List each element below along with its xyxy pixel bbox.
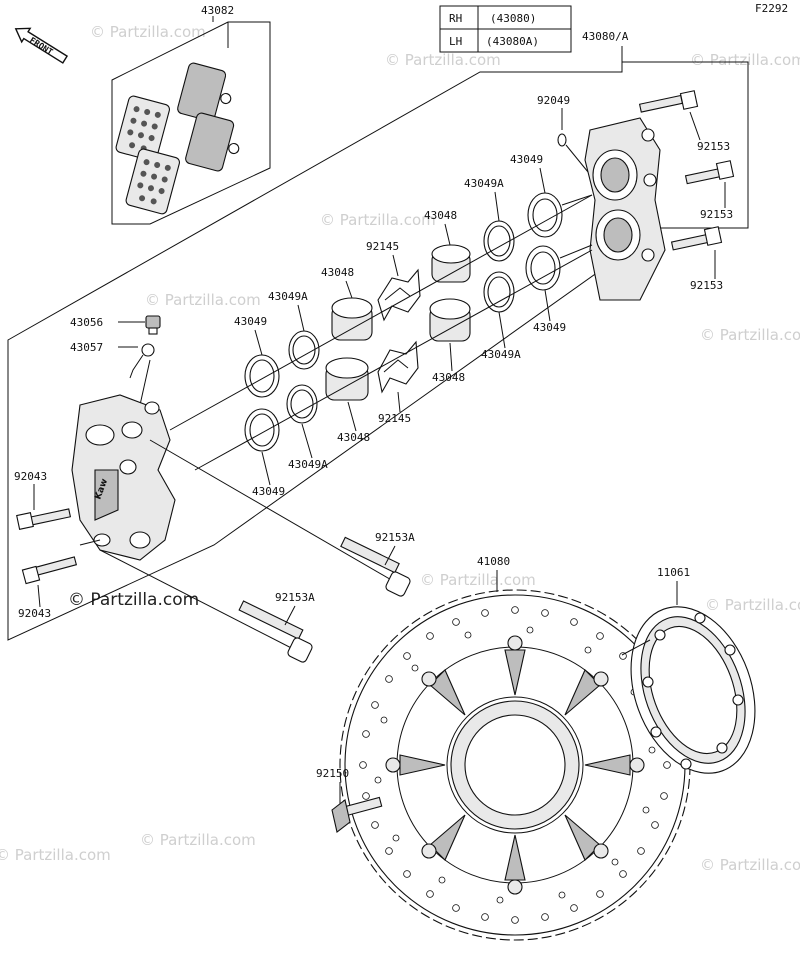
watermark: © Partzilla.com xyxy=(690,51,800,69)
callout-92043: 92043 xyxy=(18,607,51,620)
watermark: © Partzilla.com xyxy=(705,596,800,614)
callout-43049: 43049 xyxy=(533,321,566,334)
piston xyxy=(325,357,369,401)
callout-92043: 92043 xyxy=(14,470,47,483)
bolt-92043-1 xyxy=(16,508,72,530)
disc-rivets xyxy=(385,635,645,895)
callout-43049a: 43049A xyxy=(288,458,328,471)
callout-43049a: 43049A xyxy=(464,177,504,190)
front-arrow-icon: FRONT xyxy=(14,27,69,64)
callout-43048: 43048 xyxy=(424,209,457,222)
screw-92150 xyxy=(331,796,383,833)
bleeder-valve-43056 xyxy=(145,315,161,335)
piston xyxy=(429,298,471,342)
caliper-assembly-outline xyxy=(7,61,749,641)
callout-43082: 43082 xyxy=(201,4,234,17)
callout-11061: 11061 xyxy=(657,566,690,579)
callout-92153a: 92153A xyxy=(275,591,315,604)
callout-92153: 92153 xyxy=(700,208,733,221)
bolt-92153-2 xyxy=(684,160,735,185)
bolt-92043-2 xyxy=(21,556,78,585)
callout-92153: 92153 xyxy=(690,279,723,292)
callout-43049: 43049 xyxy=(252,485,285,498)
callout-92049: 92049 xyxy=(537,94,570,107)
variant-part-lh: (43080A) xyxy=(486,35,539,48)
callout-92153a: 92153A xyxy=(375,531,415,544)
watermark: © Partzilla.com xyxy=(145,291,261,309)
bleeder-cap-43057 xyxy=(129,343,155,379)
variant-side-rh: RH xyxy=(449,12,462,25)
variant-part-rh: (43080) xyxy=(490,12,536,25)
watermark: © Partzilla.com xyxy=(0,846,111,864)
bolt-92153-1 xyxy=(638,90,699,113)
callout-92153: 92153 xyxy=(697,140,730,153)
piston xyxy=(331,297,373,341)
disc-holes xyxy=(359,606,671,924)
callout-43049a: 43049A xyxy=(268,290,308,303)
pad-spring-92145 xyxy=(377,340,419,394)
callout-43048: 43048 xyxy=(321,266,354,279)
watermark: © Partzilla.com xyxy=(700,856,800,874)
left-caliper-half: Kaw xyxy=(71,394,176,561)
variant-table: RH (43080) LH (43080A) xyxy=(439,5,572,53)
figure-code: F2292 xyxy=(755,2,788,15)
callout-43048: 43048 xyxy=(337,431,370,444)
piston xyxy=(431,244,471,283)
disc-spokes xyxy=(399,649,631,881)
callout-43048: 43048 xyxy=(432,371,465,384)
callout-92145: 92145 xyxy=(378,412,411,425)
callout-43080-a: 43080/A xyxy=(582,30,629,43)
watermark: © Partzilla.com xyxy=(320,211,436,229)
watermark: © Partzilla.com xyxy=(385,51,501,69)
callout-43049: 43049 xyxy=(234,315,267,328)
bolt-92153a-2 xyxy=(238,600,313,663)
gasket-11061 xyxy=(630,606,756,774)
watermark: © Partzilla.com xyxy=(140,831,256,849)
watermark: © Partzilla.com xyxy=(90,23,206,41)
callout-43049a: 43049A xyxy=(481,348,521,361)
brake-disc-41080 xyxy=(339,589,691,941)
variant-side-lh: LH xyxy=(449,35,462,48)
watermark: © Partzilla.com xyxy=(420,571,536,589)
callout-41080: 41080 xyxy=(477,555,510,568)
watermark: © Partzilla.com xyxy=(700,326,800,344)
callout-92150: 92150 xyxy=(316,767,349,780)
callout-92145: 92145 xyxy=(366,240,399,253)
callout-43056: 43056 xyxy=(70,316,103,329)
pad-spring-92145 xyxy=(377,268,421,322)
callout-43049: 43049 xyxy=(510,153,543,166)
right-caliper-half xyxy=(584,117,666,301)
washer-92049 xyxy=(557,133,567,147)
brake-pads-group: 43082 xyxy=(111,4,271,225)
bolt-92153-3 xyxy=(670,226,723,251)
watermark-main: © Partzilla.com xyxy=(68,590,199,610)
callout-43057: 43057 xyxy=(70,341,103,354)
bolt-92153a-1 xyxy=(340,536,411,597)
